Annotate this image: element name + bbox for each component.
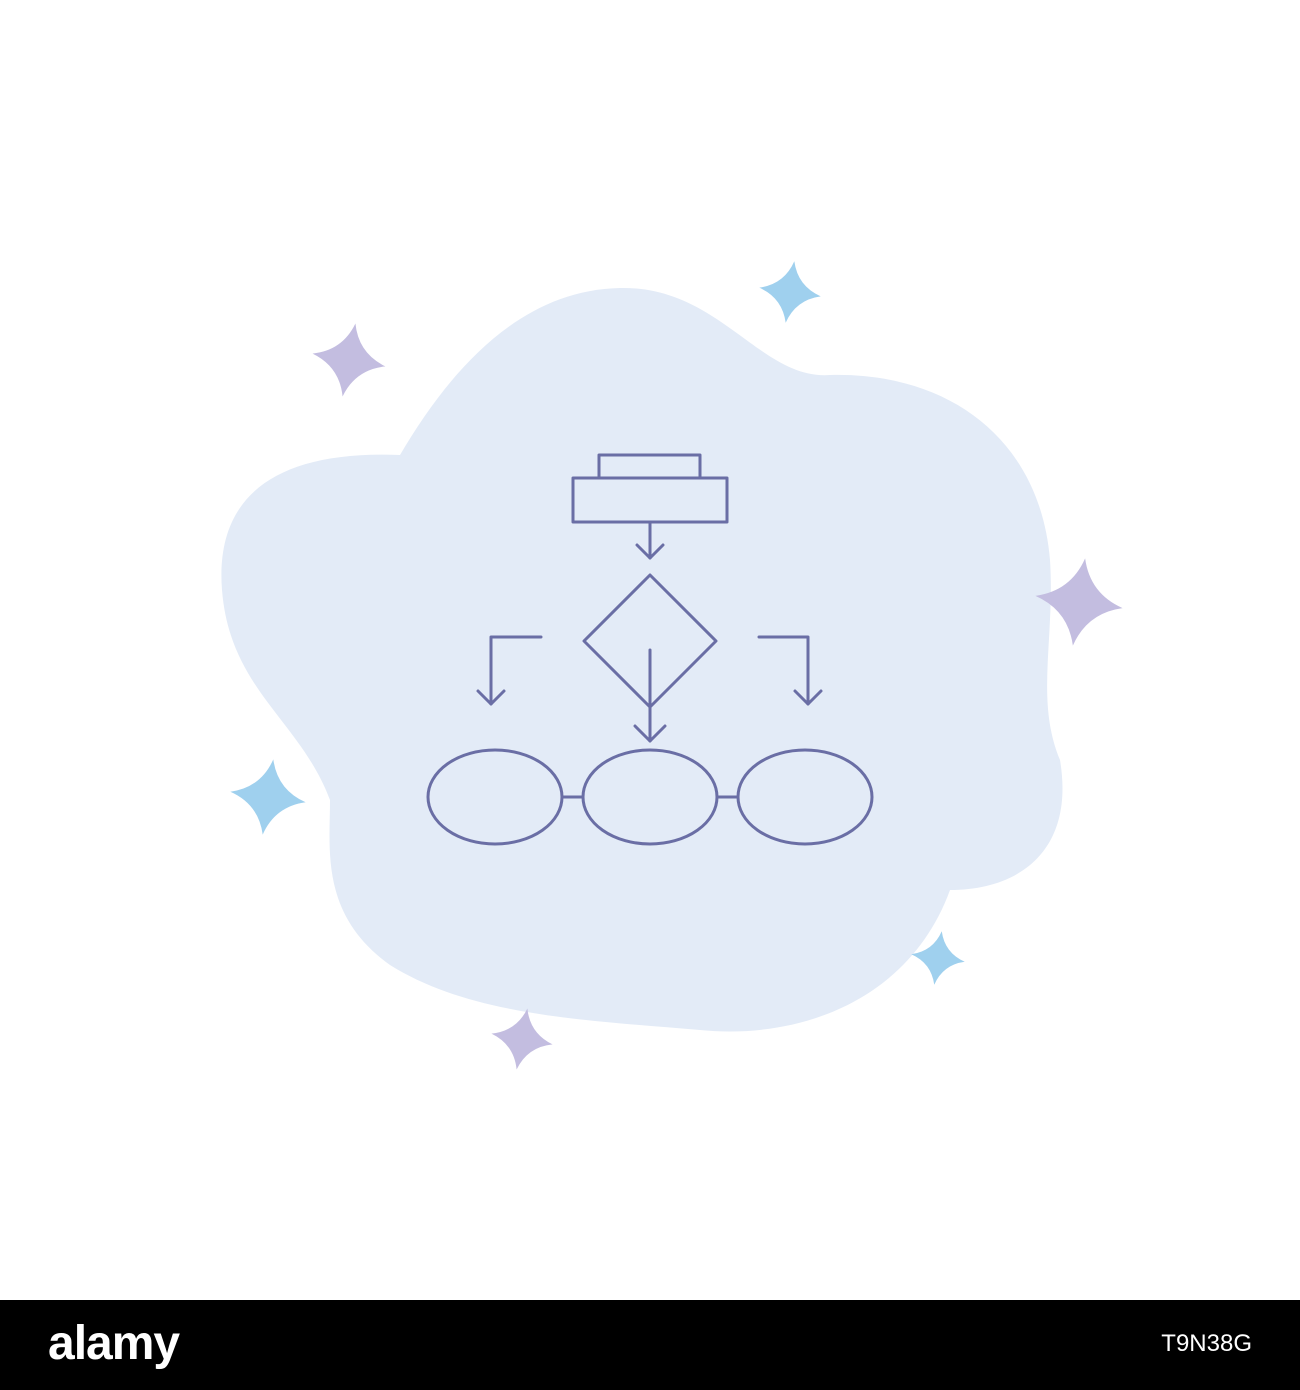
artwork-canvas: [221, 261, 1123, 1070]
flowchart-left-arrow-head: [476, 689, 506, 706]
image-id-label: T9N38G: [1161, 1330, 1252, 1357]
cloud-background: [221, 287, 1063, 1032]
sparkle-icon: [1035, 558, 1123, 646]
flowchart-right-branch: [757, 635, 810, 706]
flowchart-arrow-head: [635, 543, 665, 560]
flowchart-right-arrow-head: [793, 689, 823, 706]
flowchart-center-arrow-head: [633, 724, 667, 743]
sparkle-icon: [759, 261, 821, 323]
sparkle-icon: [491, 1008, 553, 1070]
sparkle-icon: [911, 931, 965, 985]
flowchart-icon: [426, 453, 874, 846]
sparkle-icon: [312, 323, 386, 397]
sparkle-icon: [230, 759, 306, 835]
sparkles: [230, 261, 1123, 1070]
footer-bar: alamy T9N38G: [0, 1300, 1300, 1390]
flowchart-left-branch: [489, 635, 543, 706]
brand-logo: alamy: [48, 1317, 180, 1370]
